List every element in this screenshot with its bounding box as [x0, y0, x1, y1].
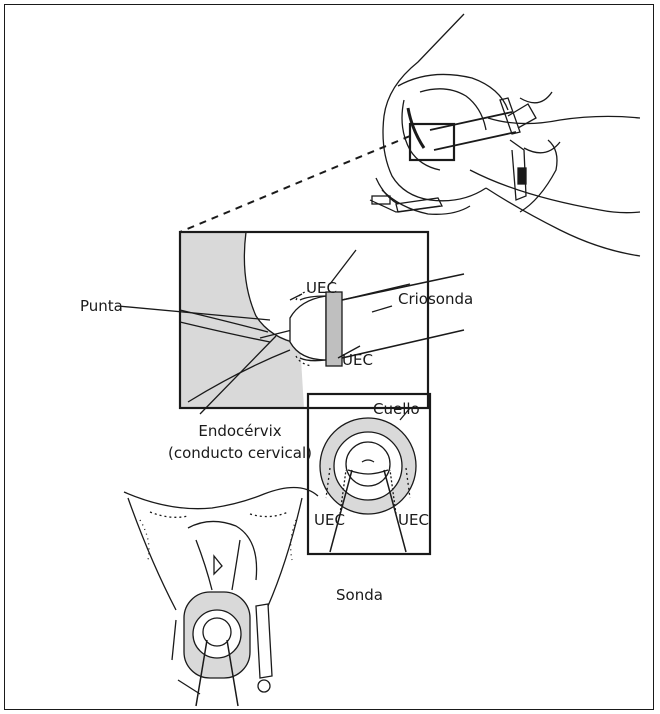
vulvar-view-illustration [124, 487, 318, 706]
criosonda-label: Criosonda [398, 292, 473, 307]
uec-upper-label: UEC [306, 281, 337, 296]
cervix-face-view [308, 394, 430, 554]
conducto-cervical-text: (conducto cervical) [140, 442, 340, 464]
endocervix-label: Endocérvix (conducto cervical) [140, 420, 340, 464]
uec-right-label: UEC [398, 513, 429, 528]
criosonda-leader [372, 306, 392, 312]
magnification-leader [180, 136, 410, 232]
magnified-view [180, 232, 464, 408]
cuello-label: Cuello [373, 402, 420, 417]
uec-left-label: UEC [314, 513, 345, 528]
uec-lower-label: UEC [342, 353, 373, 368]
pelvic-anatomy-illustration [370, 14, 640, 256]
punta-label: Punta [80, 299, 123, 314]
endocervix-text: Endocérvix [140, 420, 340, 442]
sonda-label: Sonda [336, 588, 383, 603]
